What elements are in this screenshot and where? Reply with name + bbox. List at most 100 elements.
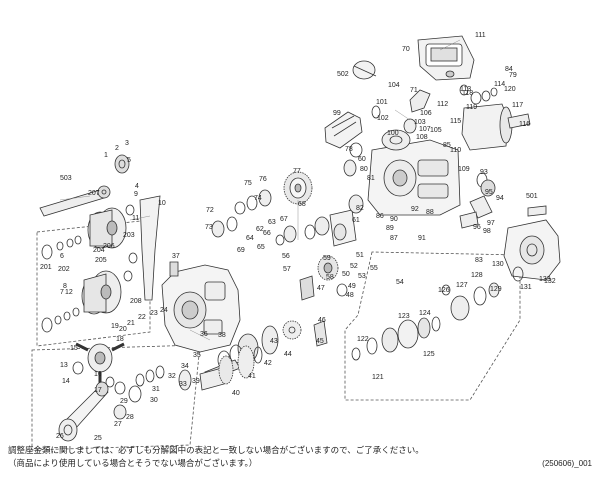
part-label-12: 12 [65, 289, 73, 296]
part-label-77: 77 [293, 168, 301, 175]
part-76 [258, 189, 272, 207]
leader-lines [59, 39, 461, 341]
part-label-201: 201 [40, 264, 52, 271]
part-label-26: 26 [56, 433, 64, 440]
part-label-132: 132 [544, 278, 556, 285]
part-label-10: 10 [158, 200, 166, 207]
part-label-42: 42 [264, 360, 272, 367]
part-label-99: 99 [333, 110, 341, 117]
part-label-206: 206 [103, 243, 115, 250]
part-label-89: 89 [386, 225, 394, 232]
part-label-91: 91 [418, 235, 426, 242]
part-label-54: 54 [396, 279, 404, 286]
part-label-108: 108 [416, 134, 428, 141]
part-106 [403, 118, 417, 134]
handle-group-box [31, 344, 201, 451]
part-label-53: 53 [358, 273, 366, 280]
part-label-76: 76 [259, 176, 267, 183]
part-95 [480, 179, 496, 197]
part-label-32: 32 [168, 373, 176, 380]
part-label-117: 117 [512, 102, 523, 109]
part-label-4: 4 [135, 183, 139, 190]
part-label-40: 40 [232, 390, 240, 397]
part-label-1: 1 [104, 152, 108, 159]
part-label-55: 55 [370, 265, 378, 272]
part-3-knob [114, 154, 130, 174]
part-72 [211, 220, 225, 238]
part-label-9: 9 [134, 191, 138, 198]
part-label-8: 8 [63, 283, 67, 290]
part-label-126: 126 [438, 287, 450, 294]
part-label-50: 50 [342, 271, 350, 278]
part-label-60: 60 [358, 156, 366, 163]
part-label-80: 80 [360, 166, 368, 173]
part-label-39: 39 [192, 378, 200, 385]
part-80 [343, 159, 357, 177]
part-208 [139, 195, 161, 301]
part-label-11: 11 [132, 215, 139, 222]
part-label-96: 96 [473, 224, 481, 231]
part-74 [234, 201, 246, 215]
part-99-clamp [324, 111, 363, 149]
part-label-51: 51 [356, 252, 364, 259]
part-label-127: 127 [456, 282, 468, 289]
part-label-107: 107 [419, 126, 431, 133]
main-body-frame [161, 264, 241, 353]
part-label-90: 90 [390, 216, 398, 223]
part-label-106: 106 [420, 110, 432, 117]
part-label-114: 114 [494, 81, 505, 88]
part-label-21: 21 [127, 320, 135, 327]
part-78-cover [381, 129, 411, 151]
main-gear-77 [283, 171, 313, 205]
part-label-78: 78 [345, 146, 353, 153]
part-label-61: 61 [352, 217, 360, 224]
part-label-105: 105 [430, 127, 442, 134]
part-46 [313, 320, 328, 347]
part-label-503: 503 [60, 175, 72, 182]
part-label-113: 113 [460, 86, 471, 93]
part-117-motor [461, 103, 531, 151]
part-label-20: 20 [119, 326, 127, 333]
part-label-121: 121 [372, 374, 384, 381]
part-label-67: 67 [280, 216, 288, 223]
part-label-119: 119 [466, 104, 477, 111]
part-label-48: 48 [346, 292, 354, 299]
part-label-205: 205 [95, 257, 107, 264]
part-label-28: 28 [126, 414, 134, 421]
part-70-display-unit [417, 35, 475, 81]
part-label-130: 130 [492, 261, 504, 268]
part-label-2: 2 [115, 145, 119, 152]
part-label-118: 118 [462, 90, 473, 97]
part-101 [371, 105, 381, 119]
part-79 [349, 142, 363, 158]
part-label-501: 501 [526, 193, 538, 200]
part-label-124: 124 [419, 310, 431, 317]
part-label-103: 103 [414, 119, 426, 126]
part-label-92: 92 [411, 206, 419, 213]
part-29-handle-arm [58, 381, 109, 442]
part-28 [113, 404, 127, 420]
part-label-15: 15 [70, 345, 78, 352]
part-label-19: 19 [111, 323, 119, 330]
part-label-38: 38 [218, 332, 226, 339]
right-side-cover [503, 219, 561, 281]
part-label-71: 71 [410, 87, 418, 94]
part-label-41: 41 [248, 373, 256, 380]
part-label-111: 111 [475, 32, 486, 39]
part-label-87: 87 [390, 235, 398, 242]
part-label-94: 94 [496, 195, 504, 202]
part-503-tool [39, 185, 111, 217]
part-label-7: 7 [60, 289, 64, 296]
small-washers-left [41, 204, 138, 333]
part-label-47: 47 [317, 285, 325, 292]
part-label-44: 44 [284, 351, 292, 358]
part-502 [352, 60, 377, 80]
part-110-side-frame [367, 139, 461, 216]
part-label-84: 84 [505, 66, 513, 73]
part-label-36: 36 [200, 331, 208, 338]
part-label-22: 22 [138, 314, 146, 321]
part-label-112: 112 [437, 101, 448, 108]
part-label-27: 27 [114, 421, 122, 428]
